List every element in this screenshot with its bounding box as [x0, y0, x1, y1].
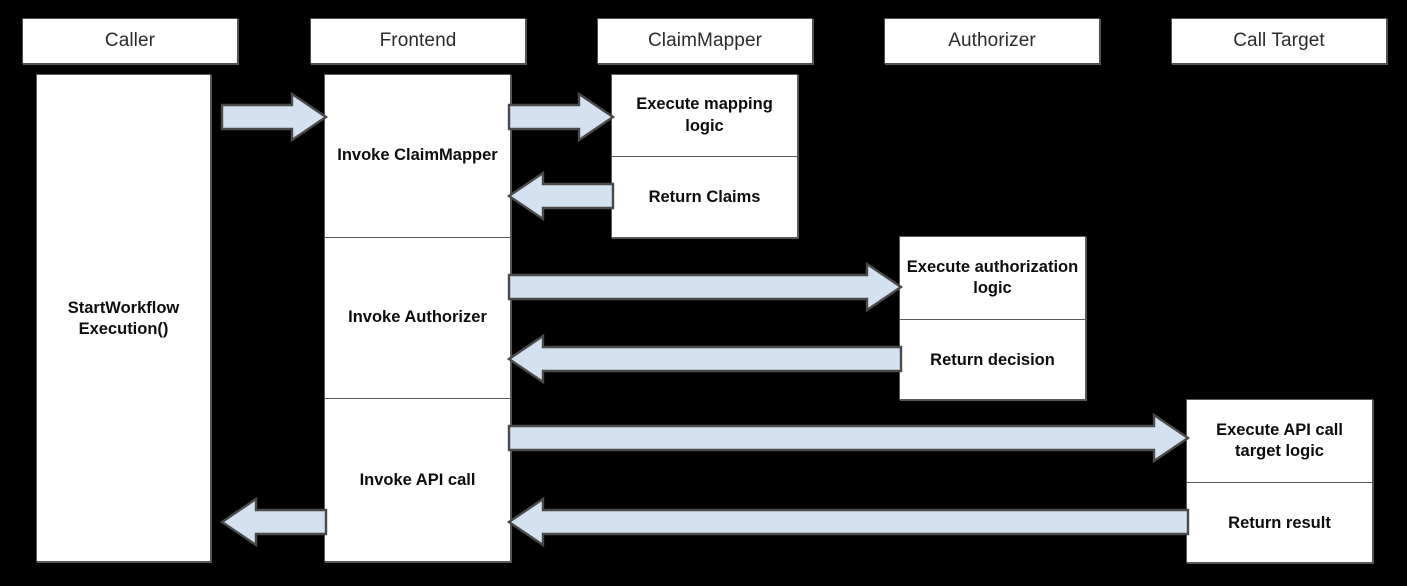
lifeline-header-authorizer: Authorizer — [884, 18, 1100, 64]
activation-claimmapper: Execute mapping logic Return Claims — [611, 74, 798, 238]
activation-segment-return-claims: Return Claims — [612, 156, 797, 239]
activation-segment-execute-mapping-logic: Execute mapping logic — [612, 75, 797, 156]
activation-segment-label: StartWorkflow Execution() — [67, 298, 180, 338]
activation-segment-label: Invoke API call — [359, 471, 476, 490]
activation-authorizer: Execute authorization logic Return decis… — [899, 236, 1086, 400]
activation-segment-invoke-api-call: Invoke API call — [325, 398, 510, 563]
activation-segment-return-decision: Return decision — [900, 319, 1085, 401]
arrow-left-icon — [219, 496, 328, 548]
message-arrow-calltarget-to-frontend — [506, 496, 1190, 548]
activation-segment-label: Execute authorization logic — [906, 257, 1079, 297]
activation-segment-invoke-claimmapper: Invoke ClaimMapper — [325, 75, 510, 237]
arrow-left-icon — [506, 333, 903, 385]
arrow-right-icon — [507, 412, 1191, 464]
activation-segment-label: Return decision — [930, 350, 1055, 369]
message-arrow-frontend-to-caller — [219, 496, 328, 548]
activation-segment-return-result: Return result — [1187, 482, 1372, 564]
lifeline-header-label: Authorizer — [948, 30, 1036, 51]
lifeline-header-label: Caller — [104, 30, 156, 51]
arrow-right-icon — [220, 91, 329, 143]
arrow-left-icon — [506, 170, 615, 222]
message-arrow-authorizer-to-frontend — [506, 333, 903, 385]
activation-segment-invoke-authorizer: Invoke Authorizer — [325, 237, 510, 398]
lifeline-header-claimmapper: ClaimMapper — [597, 18, 813, 64]
activation-segment-caller-start: StartWorkflow Execution() — [37, 75, 210, 563]
activation-caller: StartWorkflow Execution() — [36, 74, 211, 562]
message-arrow-frontend-to-authorizer — [507, 261, 904, 313]
message-arrow-claimmapper-to-frontend — [506, 170, 615, 222]
activation-segment-execute-api-call-target-logic: Execute API call target logic — [1187, 400, 1372, 482]
activation-segment-label: Return Claims — [648, 188, 761, 207]
lifeline-header-calltarget: Call Target — [1171, 18, 1387, 64]
message-arrow-caller-to-frontend — [220, 91, 329, 143]
lifeline-header-caller: Caller — [22, 18, 238, 64]
message-arrow-frontend-to-calltarget — [507, 412, 1191, 464]
activation-segment-label: Execute mapping logic — [636, 95, 773, 135]
arrow-left-icon — [506, 496, 1190, 548]
message-arrow-frontend-to-claimmapper — [507, 91, 616, 143]
activation-frontend: Invoke ClaimMapper Invoke Authorizer Inv… — [324, 74, 511, 562]
arrow-right-icon — [507, 261, 904, 313]
activation-segment-label: Execute API call target logic — [1216, 420, 1343, 460]
activation-segment-label: Return result — [1228, 513, 1331, 532]
lifeline-header-label: Frontend — [379, 30, 457, 51]
activation-segment-label: Invoke ClaimMapper — [337, 146, 498, 165]
arrow-right-icon — [507, 91, 616, 143]
activation-calltarget: Execute API call target logic Return res… — [1186, 399, 1373, 563]
lifeline-header-frontend: Frontend — [310, 18, 526, 64]
activation-segment-execute-authorization-logic: Execute authorization logic — [900, 237, 1085, 319]
activation-segment-label: Invoke Authorizer — [348, 308, 487, 327]
lifeline-header-label: ClaimMapper — [647, 30, 763, 51]
lifeline-header-label: Call Target — [1233, 30, 1325, 51]
